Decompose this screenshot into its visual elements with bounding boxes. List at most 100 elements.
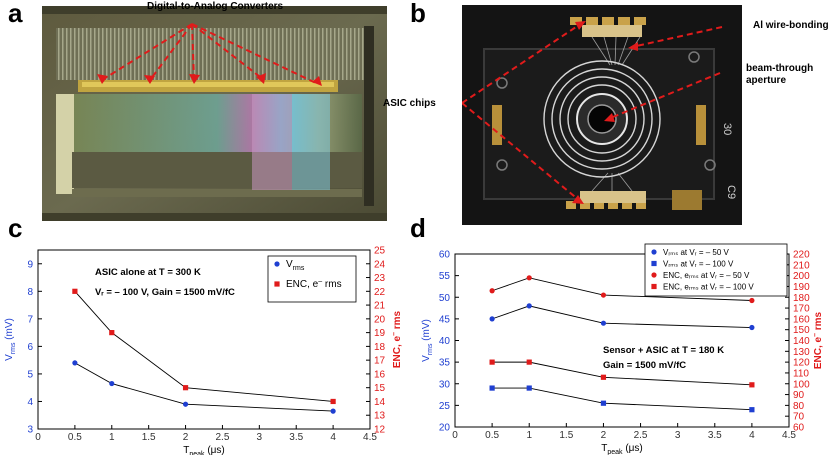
data-point bbox=[182, 401, 189, 407]
data-point bbox=[72, 360, 78, 366]
y2-axis-label-sup: – bbox=[812, 333, 819, 337]
x-axis-label-main: T bbox=[601, 443, 607, 454]
x-tick-label: 0.5 bbox=[485, 430, 499, 441]
legend-label-main: ENC, e bbox=[286, 279, 319, 290]
y2-tick-label: 20 bbox=[374, 314, 386, 325]
data-point bbox=[749, 382, 755, 388]
y2-tick-label: 13 bbox=[374, 411, 386, 422]
y2-tick-label: 21 bbox=[374, 301, 386, 312]
legend-marker bbox=[274, 261, 280, 267]
legend-label-sub: rms bbox=[293, 265, 305, 272]
y-axis-label-unit: (mV) bbox=[421, 319, 432, 343]
y2-tick-label: 110 bbox=[793, 368, 809, 379]
legend-marker bbox=[651, 249, 657, 255]
board-label-c9: C9 bbox=[725, 185, 737, 199]
y2-tick-label: 16 bbox=[374, 369, 386, 380]
y2-axis-label-main: ENC, e bbox=[392, 335, 403, 368]
y2-tick-label: 17 bbox=[374, 356, 386, 367]
asic-die-image bbox=[42, 6, 387, 221]
sensor-board-photo: C9 30 bbox=[462, 5, 742, 225]
x-tick-label: 3 bbox=[257, 432, 263, 443]
y2-tick-label: 60 bbox=[793, 423, 805, 434]
y2-tick-label: 180 bbox=[793, 293, 810, 304]
data-point bbox=[749, 324, 755, 331]
data-point bbox=[489, 288, 495, 294]
y-tick-label: 40 bbox=[439, 336, 451, 347]
data-point bbox=[330, 408, 336, 414]
y2-tick-label: 220 bbox=[793, 250, 810, 261]
y-tick-label: 6 bbox=[27, 342, 33, 353]
x-axis-label: Tpeak (μs) bbox=[601, 443, 643, 455]
y2-axis-label-sup: – bbox=[391, 332, 398, 336]
series-line bbox=[492, 361, 752, 386]
panel-letter-c: c bbox=[8, 213, 23, 243]
y-axis-label-sub: rms bbox=[10, 342, 17, 354]
y-tick-label: 30 bbox=[439, 379, 451, 390]
y2-tick-label: 70 bbox=[793, 412, 805, 423]
y2-axis-label: ENC, e– rms bbox=[391, 310, 403, 368]
series-line bbox=[74, 291, 334, 402]
x-tick-label: 0 bbox=[35, 432, 41, 443]
y-tick-label: 8 bbox=[27, 287, 33, 298]
y-tick-label: 20 bbox=[439, 423, 451, 434]
y2-tick-label: 200 bbox=[793, 271, 810, 282]
legend-label-sup: – bbox=[318, 278, 322, 285]
data-point bbox=[330, 398, 336, 405]
y-tick-label: 9 bbox=[27, 259, 33, 270]
y2-tick-label: 160 bbox=[793, 314, 810, 325]
data-point bbox=[182, 385, 189, 391]
panel-letter-b: b bbox=[410, 0, 426, 28]
y2-tick-label: 15 bbox=[374, 383, 386, 394]
y2-tick-label: 130 bbox=[793, 347, 810, 358]
y2-tick-label: 90 bbox=[793, 390, 805, 401]
y2-tick-label: 80 bbox=[793, 401, 805, 412]
x-tick-label: 4.5 bbox=[782, 430, 796, 441]
data-point bbox=[489, 316, 495, 322]
x-tick-label: 3 bbox=[675, 430, 681, 441]
data-point bbox=[526, 359, 532, 365]
legend-box bbox=[644, 243, 788, 297]
y-tick-label: 25 bbox=[439, 401, 451, 412]
y-tick-label: 55 bbox=[439, 271, 451, 282]
board-label-30: 30 bbox=[721, 123, 733, 135]
x-tick-label: 2 bbox=[601, 430, 607, 441]
y2-axis-label-main: ENC, e bbox=[813, 336, 824, 369]
x-axis-label-sub: peak bbox=[607, 449, 623, 455]
data-point bbox=[109, 330, 115, 336]
legend-label: Vrms bbox=[286, 259, 305, 272]
x-tick-label: 1.5 bbox=[559, 430, 573, 441]
x-tick-label: 0 bbox=[452, 430, 458, 441]
panel-letter-d: d bbox=[410, 213, 426, 243]
series-line bbox=[74, 362, 334, 412]
beam-aperture-line-1: beam-through bbox=[746, 63, 814, 74]
x-tick-label: 3.5 bbox=[289, 432, 303, 443]
panel-letter-a: a bbox=[8, 0, 23, 28]
beam-aperture-line-2: aperture bbox=[746, 75, 787, 86]
y-axis-label-main: V bbox=[4, 354, 15, 361]
legend-marker bbox=[651, 260, 657, 267]
legend-label: Vᵣₘₛ at Vᵣ = – 50 V bbox=[663, 248, 730, 257]
y2-tick-label: 25 bbox=[374, 246, 386, 257]
annotation-line-1: ASIC alone at T = 300 K bbox=[95, 267, 201, 278]
y-axis-label-sub: rms bbox=[427, 343, 434, 355]
data-point bbox=[600, 292, 607, 298]
asic-die-photo bbox=[42, 6, 387, 221]
series-line bbox=[491, 305, 752, 328]
data-point bbox=[109, 380, 115, 387]
x-tick-label: 4.5 bbox=[363, 432, 377, 443]
x-tick-label: 1.5 bbox=[142, 432, 156, 443]
x-tick-label: 1 bbox=[109, 432, 115, 443]
x-tick-label: 2 bbox=[183, 432, 189, 443]
y2-tick-label: 19 bbox=[374, 328, 386, 339]
x-tick-label: 2.5 bbox=[634, 430, 648, 441]
data-point bbox=[489, 385, 495, 391]
annotation-line-2: Vᵣ = – 100 V, Gain = 1500 mV/fC bbox=[95, 287, 235, 298]
plot-frame bbox=[37, 249, 371, 430]
y2-tick-label: 22 bbox=[374, 287, 386, 298]
series-line bbox=[491, 277, 752, 301]
y2-tick-label: 190 bbox=[793, 282, 810, 293]
x-tick-label: 4 bbox=[749, 430, 755, 441]
data-point bbox=[526, 303, 532, 309]
